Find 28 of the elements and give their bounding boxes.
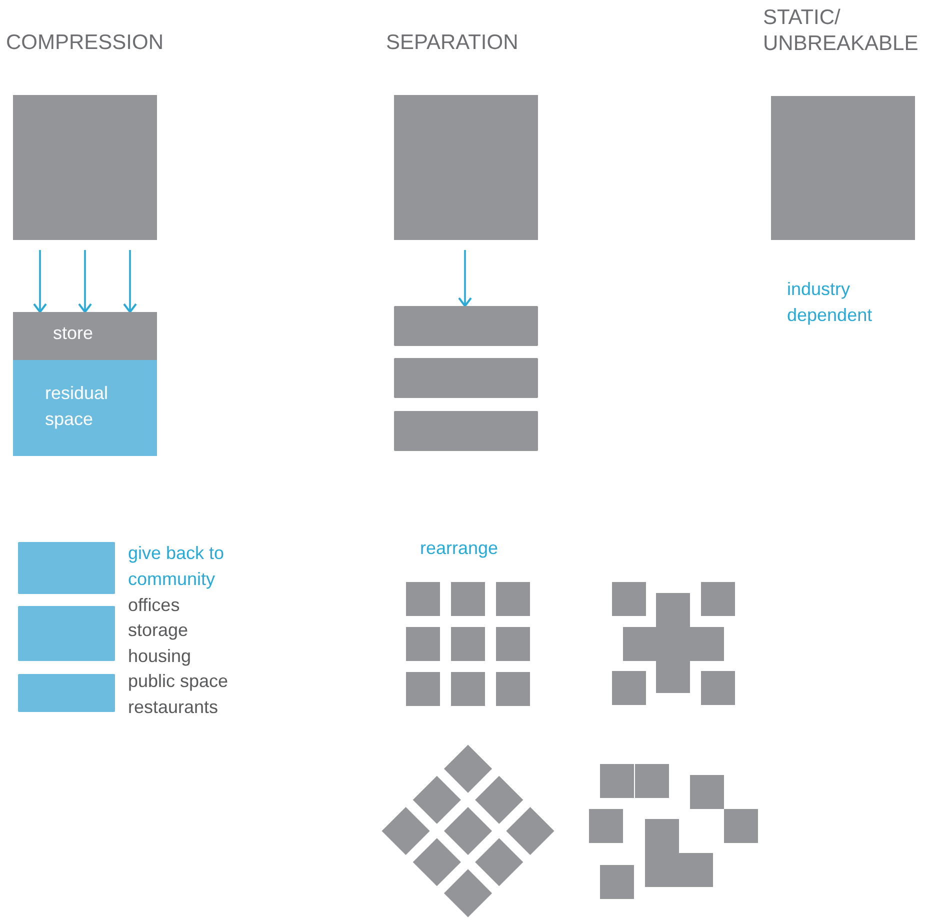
arrow [33,250,47,313]
separated-layer [394,358,538,398]
residual-space-block [13,360,157,456]
program-block [18,606,115,661]
arrow [123,250,137,313]
separated-layer [394,411,538,451]
section-heading: STATIC/ UNBREAKABLE [763,5,920,57]
building-block [771,96,915,240]
separated-layer [394,306,538,346]
building-block [13,95,157,240]
note-text: industry dependent [787,278,874,327]
arrow [78,250,92,313]
block-label: store [53,322,94,345]
section-heading: SEPARATION [386,30,520,56]
building-block [394,95,538,240]
list-item: storage [128,619,190,642]
program-block [18,674,115,712]
note-text: give back to community [128,542,226,591]
list-item: housing [128,645,192,668]
program-block [18,542,115,594]
block-label: residual space [45,382,110,431]
arrow [458,250,472,307]
list-item: restaurants [128,696,220,719]
store-block [13,312,157,360]
list-item: public space [128,670,230,693]
note-text: rearrange [420,537,500,560]
section-heading: COMPRESSION [6,30,165,56]
list-item: offices [128,594,181,617]
